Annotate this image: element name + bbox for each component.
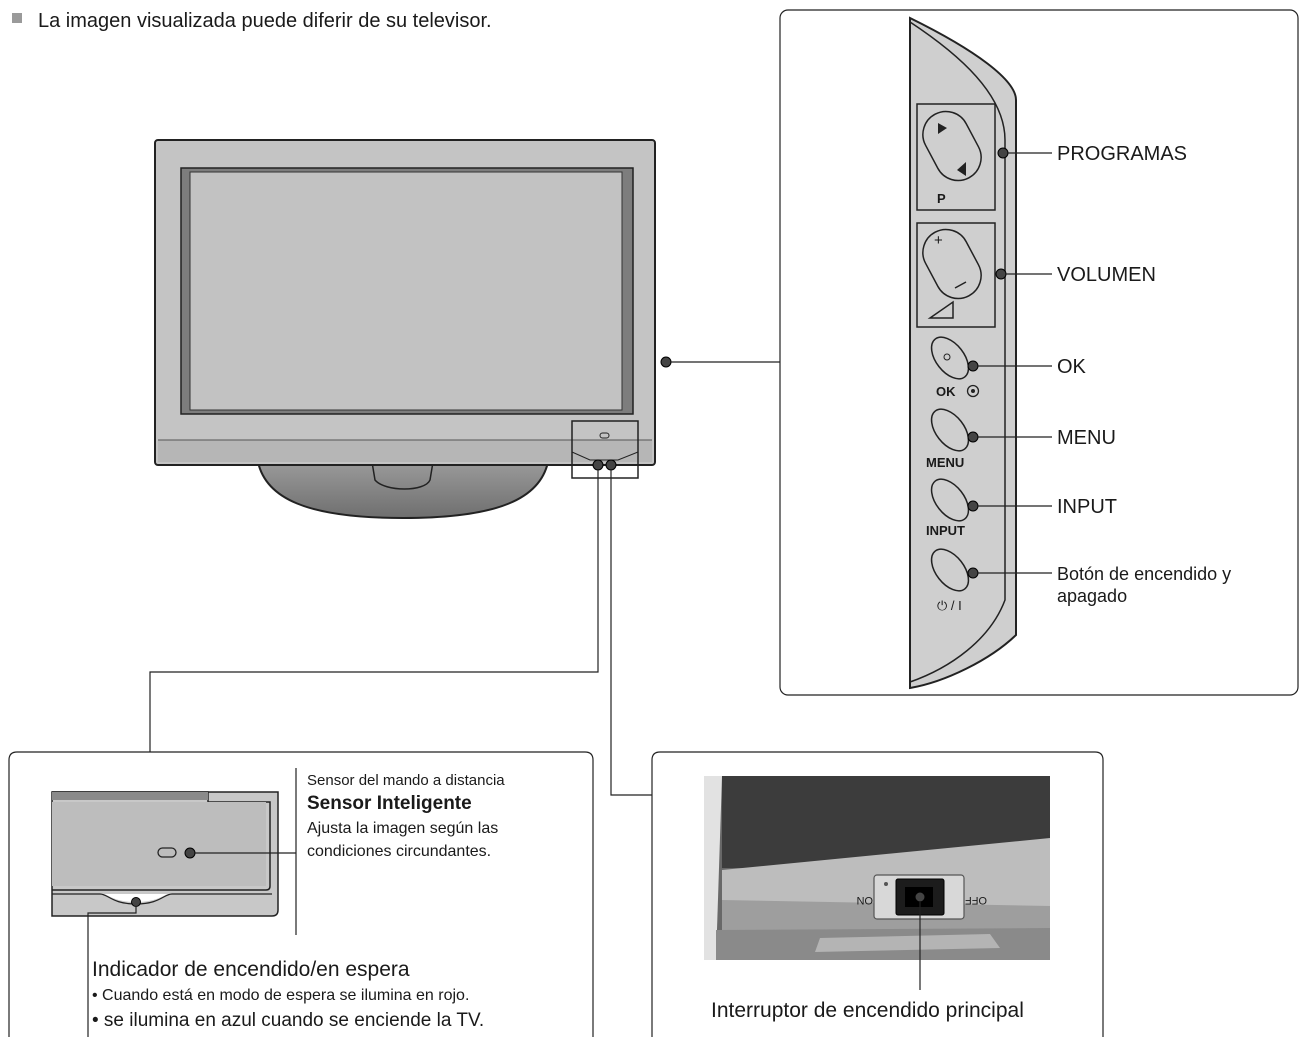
smart-sensor-label: Sensor Inteligente [307,793,472,814]
indicator-title: Indicador de encendido/en espera [92,958,410,981]
bullet-square-icon [12,13,22,23]
program-mark: P [937,191,946,206]
callout-power-line1: Botón de encendido y [1057,564,1231,584]
program-down-icon [957,162,966,176]
remote-sensor-icon [157,847,177,858]
indicator-bullet-red: • Cuando está en modo de espera se ilumi… [92,987,469,1004]
leader-lines [149,361,780,796]
ok-target-icon [966,384,980,398]
stand-neck [371,461,434,490]
smart-sensor-desc-line1: Ajusta la imagen según las [307,820,498,837]
sensor-highlight-frame [571,420,639,479]
switch-photo: ON OFF [704,776,1050,990]
callout-programas: PROGRAMAS [1057,143,1187,165]
volume-wedge-icon [927,300,954,319]
smart-sensor-desc-line2: condiciones circundantes. [307,843,491,860]
program-up-icon [938,123,947,134]
indicator-bullet-blue: • se ilumina en azul cuando se enciende … [92,1010,484,1031]
volume-minus-icon [954,281,967,289]
side-panel-callout-box [779,9,1299,696]
led-point [592,459,604,471]
volume-buttons-frame [916,222,996,328]
power-mark: ⏻ / I [937,598,962,613]
main-switch-caption: Interruptor de encendido principal [711,999,1024,1022]
volume-rocker [922,228,982,300]
input-mark: INPUT [926,523,965,538]
tv-stand [256,461,550,520]
page-note: La imagen visualizada puede diferir de s… [38,10,492,32]
power-button-shape [930,548,970,592]
volume-plus-icon: + [934,232,943,249]
program-buttons-frame [916,103,996,211]
remote-sensor-label: Sensor del mando a distancia [307,772,505,789]
callout-input: INPUT [1057,496,1117,518]
ok-mark: OK [936,384,956,399]
side-panel-callouts: PROGRAMAS VOLUMEN OK MENU INPUT Botón de… [967,143,1231,606]
program-rocker [922,110,982,182]
callout-ok: OK [1057,356,1087,378]
sensor-closeup [51,768,297,1037]
menu-mark: MENU [926,455,964,470]
switch-on-mark: ON [856,894,873,906]
side-panel-illustration: P + OK MENU INPUT ⏻ / I [909,16,1017,690]
callout-power-line2: apagado [1057,586,1127,606]
sensor-window-icon [599,432,610,439]
tv-lower-bezel [158,440,652,462]
switch-off-mark: OFF [965,894,987,906]
input-button-shape [930,478,970,522]
sensor-point [605,459,617,471]
tv-screen [189,171,623,411]
tv-front [154,139,672,520]
menu-button-shape [930,408,970,452]
callout-volumen: VOLUMEN [1057,264,1156,286]
side-panel-point [660,356,672,368]
callout-menu: MENU [1057,427,1116,449]
